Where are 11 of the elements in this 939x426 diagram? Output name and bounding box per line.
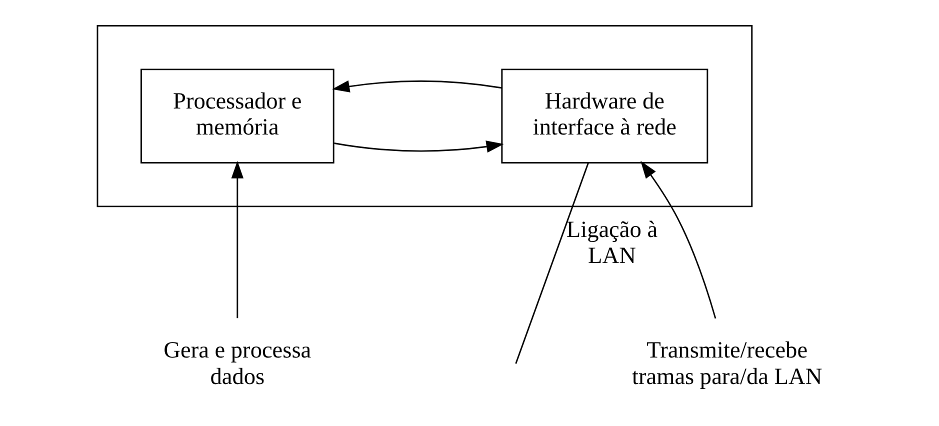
edge-label: Ligação à LAN (566, 216, 658, 269)
node-text: Transmite/recebe tramas para/da LAN (632, 338, 822, 390)
node-box: Processador e memória (140, 68, 334, 164)
node-text: Gera e processa dados (164, 338, 312, 390)
arrow (332, 80, 502, 92)
connector (515, 162, 589, 364)
arrow (334, 140, 504, 153)
cluster (96, 25, 753, 208)
node-box: Hardware de interface à rede (501, 68, 708, 164)
arrow (640, 160, 716, 319)
arrow (231, 160, 244, 318)
